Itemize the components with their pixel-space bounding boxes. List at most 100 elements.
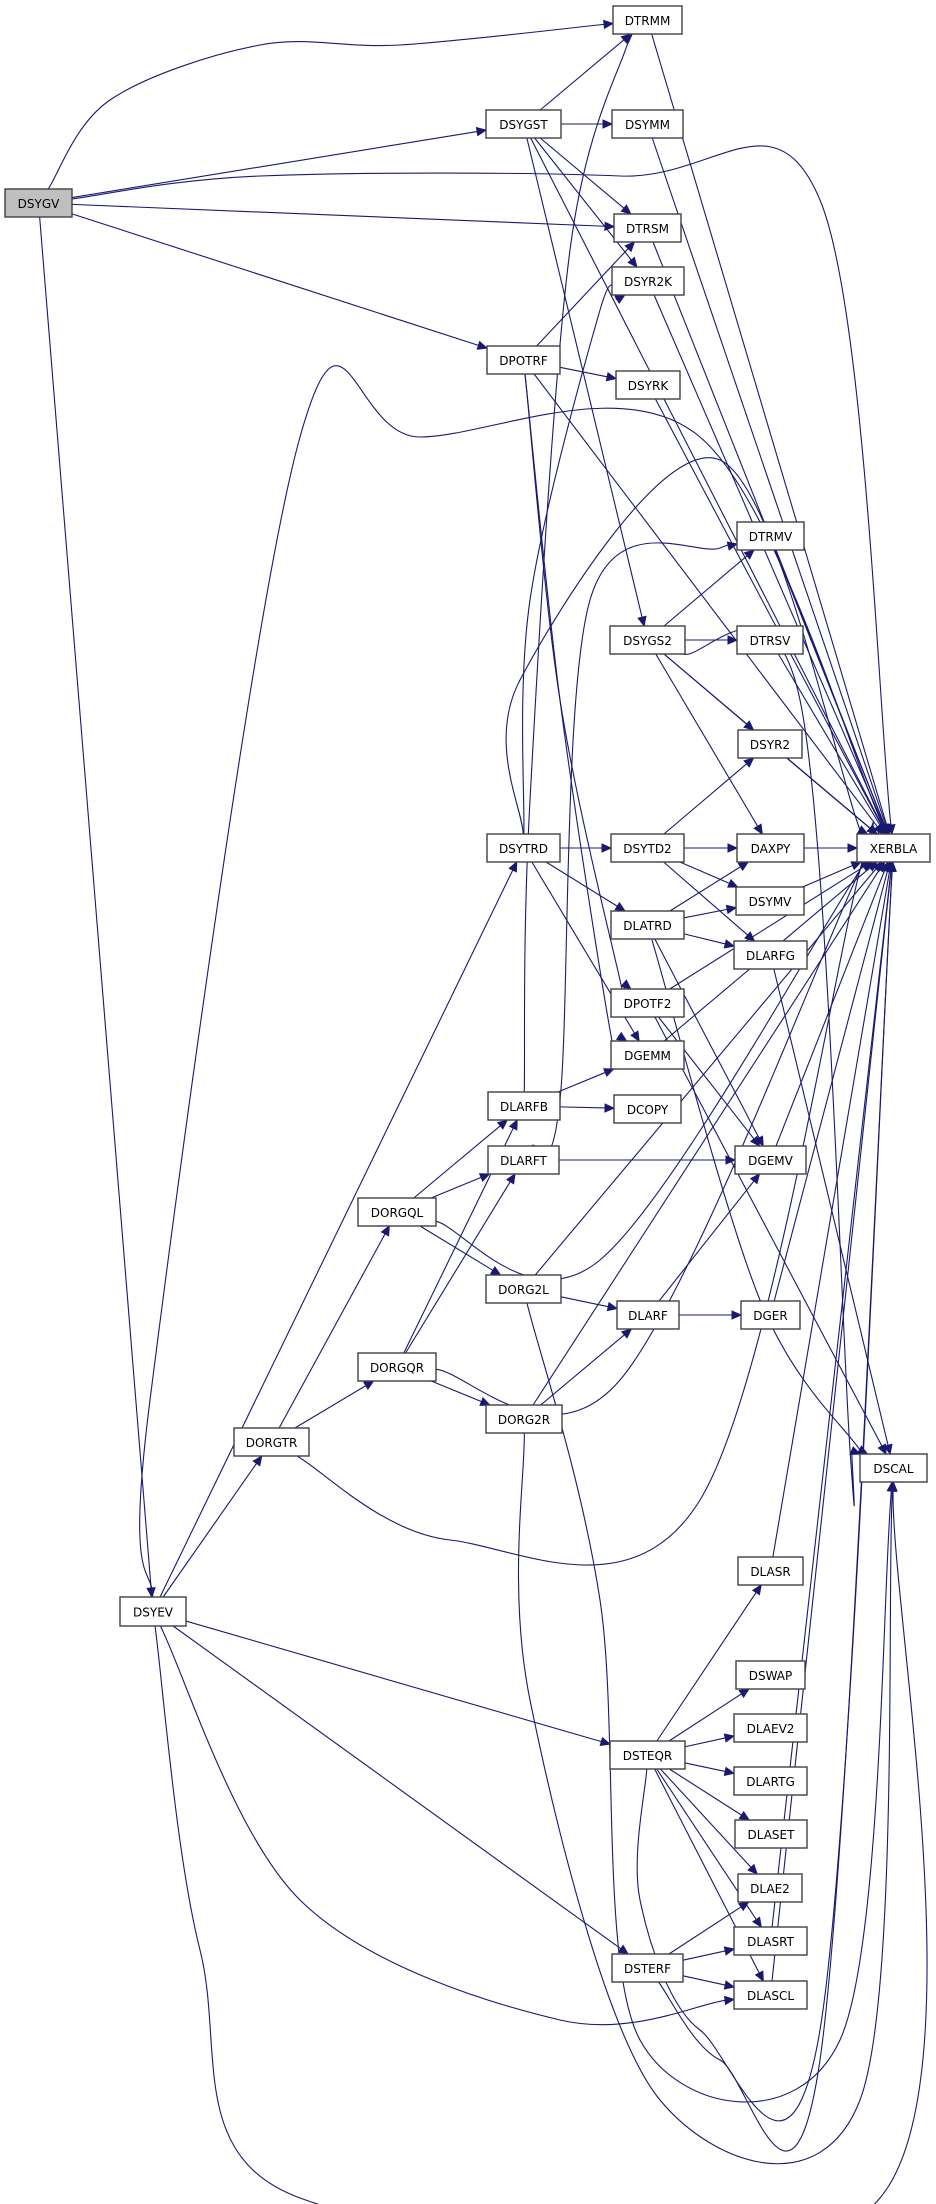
node-dlartg[interactable]: DLARTG bbox=[733, 1766, 808, 1796]
node-box[interactable] bbox=[735, 1660, 806, 1690]
node-box[interactable] bbox=[733, 1926, 808, 1956]
node-dsygs2[interactable]: DSYGS2 bbox=[609, 625, 686, 655]
node-box[interactable] bbox=[487, 1091, 561, 1121]
node-box[interactable] bbox=[734, 1819, 808, 1849]
node-box[interactable] bbox=[733, 1713, 808, 1743]
node-box[interactable] bbox=[856, 833, 931, 863]
node-box[interactable] bbox=[737, 1556, 804, 1586]
node-dorgtr[interactable]: DORGTR bbox=[233, 1427, 310, 1457]
node-box[interactable] bbox=[610, 1040, 685, 1070]
node-dlarft[interactable]: DLARFT bbox=[487, 1145, 560, 1175]
node-dtrsm[interactable]: DTRSM bbox=[613, 213, 682, 243]
node-box[interactable] bbox=[357, 1197, 437, 1227]
node-dlasrt[interactable]: DLASRT bbox=[733, 1926, 808, 1956]
node-box[interactable] bbox=[611, 266, 685, 296]
node-label: DLATRD bbox=[623, 919, 671, 933]
node-dlascl[interactable]: DLASCL bbox=[733, 1980, 808, 2010]
node-box[interactable] bbox=[119, 1596, 187, 1627]
node-box[interactable] bbox=[486, 345, 561, 375]
node-dorg2l[interactable]: DORG2L bbox=[485, 1274, 562, 1304]
node-dgemv[interactable]: DGEMV bbox=[734, 1145, 807, 1175]
node-box[interactable] bbox=[611, 109, 684, 139]
node-box[interactable] bbox=[611, 1953, 684, 1983]
node-dtrmv[interactable]: DTRMV bbox=[736, 521, 805, 551]
node-box[interactable] bbox=[615, 370, 681, 400]
node-dger[interactable]: DGER bbox=[740, 1300, 801, 1330]
node-box[interactable] bbox=[616, 1300, 680, 1330]
node-dsteqr[interactable]: DSTEQR bbox=[609, 1740, 686, 1770]
node-dsymm[interactable]: DSYMM bbox=[611, 109, 684, 139]
node-box[interactable] bbox=[610, 833, 685, 863]
node-dpotrf[interactable]: DPOTRF bbox=[486, 345, 561, 375]
node-box[interactable] bbox=[485, 1404, 563, 1434]
node-dsymv[interactable]: DSYMV bbox=[735, 886, 805, 916]
node-box[interactable] bbox=[610, 910, 685, 940]
node-dorg2r[interactable]: DORG2R bbox=[485, 1404, 563, 1434]
node-box[interactable] bbox=[740, 1300, 801, 1330]
node-dscal[interactable]: DSCAL bbox=[859, 1453, 928, 1483]
node-box[interactable] bbox=[609, 625, 686, 655]
node-dsterf[interactable]: DSTERF bbox=[611, 1953, 684, 1983]
edge-dsyev-to-dorgtr bbox=[162, 1454, 263, 1598]
node-dsyrk[interactable]: DSYRK bbox=[615, 370, 681, 400]
node-xerbla[interactable]: XERBLA bbox=[856, 833, 931, 863]
node-dlaev2[interactable]: DLAEV2 bbox=[733, 1713, 808, 1743]
node-box[interactable] bbox=[613, 213, 682, 243]
node-dorgql[interactable]: DORGQL bbox=[357, 1197, 437, 1227]
arrowhead-icon bbox=[606, 1301, 619, 1312]
node-dsyr2[interactable]: DSYR2 bbox=[737, 729, 803, 759]
node-box[interactable] bbox=[613, 1094, 682, 1124]
node-dsygv[interactable]: DSYGV bbox=[4, 188, 73, 218]
node-daxpy[interactable]: DAXPY bbox=[736, 833, 805, 863]
arrowhead-icon bbox=[751, 1583, 762, 1596]
node-dlaset[interactable]: DLASET bbox=[734, 1819, 808, 1849]
node-dorgqr[interactable]: DORGQR bbox=[357, 1352, 437, 1382]
node-box[interactable] bbox=[736, 833, 805, 863]
node-box[interactable] bbox=[357, 1352, 437, 1382]
node-dlae2[interactable]: DLAE2 bbox=[737, 1873, 803, 1903]
node-box[interactable] bbox=[734, 1145, 807, 1175]
edge-line bbox=[557, 1071, 606, 1093]
node-box[interactable] bbox=[609, 1740, 686, 1770]
node-dpotf2[interactable]: DPOTF2 bbox=[610, 988, 685, 1018]
node-box[interactable] bbox=[486, 833, 561, 863]
node-box[interactable] bbox=[737, 1873, 803, 1903]
node-box[interactable] bbox=[485, 109, 562, 139]
node-dsytd2[interactable]: DSYTD2 bbox=[610, 833, 685, 863]
node-box[interactable] bbox=[736, 521, 805, 551]
node-dlatrd[interactable]: DLATRD bbox=[610, 910, 685, 940]
edge-dsytrd-to-dsytd2 bbox=[560, 843, 613, 853]
node-dlarfg[interactable]: DLARFG bbox=[733, 940, 808, 970]
node-box[interactable] bbox=[233, 1427, 310, 1457]
node-dsyr2k[interactable]: DSYR2K bbox=[611, 266, 685, 296]
node-dtrsv[interactable]: DTRSV bbox=[736, 625, 804, 655]
node-dsytrd[interactable]: DSYTRD bbox=[486, 833, 561, 863]
node-box[interactable] bbox=[733, 1980, 808, 2010]
node-box[interactable] bbox=[4, 188, 73, 218]
node-dtrmm[interactable]: DTRMM bbox=[612, 5, 683, 35]
node-dlasr[interactable]: DLASR bbox=[737, 1556, 804, 1586]
node-dsygst[interactable]: DSYGST bbox=[485, 109, 562, 139]
edge-line bbox=[430, 1380, 482, 1403]
node-box[interactable] bbox=[485, 1274, 562, 1304]
node-dlarfb[interactable]: DLARFB bbox=[487, 1091, 561, 1121]
node-box[interactable] bbox=[733, 940, 808, 970]
node-box[interactable] bbox=[733, 1766, 808, 1796]
node-box[interactable] bbox=[735, 886, 805, 916]
arrowhead-icon bbox=[888, 1480, 898, 1492]
node-box[interactable] bbox=[736, 625, 804, 655]
node-box[interactable] bbox=[487, 1145, 560, 1175]
node-box[interactable] bbox=[859, 1453, 928, 1483]
edge-line bbox=[663, 861, 748, 936]
node-box[interactable] bbox=[737, 729, 803, 759]
node-box[interactable] bbox=[612, 5, 683, 35]
node-dcopy[interactable]: DCOPY bbox=[613, 1094, 682, 1124]
node-dswap[interactable]: DSWAP bbox=[735, 1660, 806, 1690]
node-dsyev[interactable]: DSYEV bbox=[119, 1596, 187, 1627]
node-dlarf[interactable]: DLARF bbox=[616, 1300, 680, 1330]
arrowhead-icon bbox=[738, 1810, 751, 1821]
node-dgemm[interactable]: DGEMM bbox=[610, 1040, 685, 1070]
arrowhead-icon bbox=[725, 1155, 737, 1165]
node-box[interactable] bbox=[610, 988, 685, 1018]
